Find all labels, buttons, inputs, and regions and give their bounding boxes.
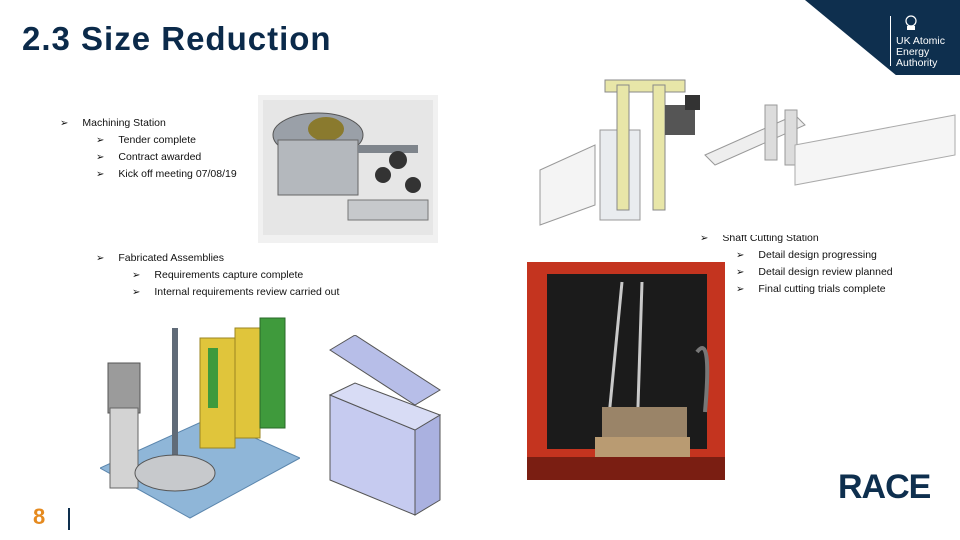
- fabricated-item-label: Requirements capture complete: [154, 269, 304, 281]
- arrow-bullet-icon: ➢: [96, 253, 105, 264]
- list-item: ➢ Kick off meeting 07/08/19: [96, 166, 237, 183]
- shaft-bullets: ➢ Shaft Cutting Station ➢ Detail design pr…: [700, 230, 893, 298]
- fabricated-item-label: Internal requirements review carried out: [154, 286, 340, 298]
- machining-item-label: Tender complete: [118, 134, 197, 146]
- org-line-3: Authority: [896, 57, 938, 69]
- machining-heading: Machining Station: [82, 117, 166, 129]
- list-item: ➢ Requirements capture complete: [132, 267, 339, 284]
- race-logo: RACE: [838, 468, 931, 506]
- page-title: 2.3 Size Reduction: [22, 20, 332, 57]
- arrow-bullet-icon: ➢: [96, 152, 105, 163]
- shaft-item-label: Detail design review planned: [758, 266, 893, 278]
- page-number: 8: [33, 504, 46, 529]
- crest-icon: [905, 15, 917, 30]
- machining-item-label: Kick off meeting 07/08/19: [118, 168, 237, 180]
- ukaea-logo: UK Atomic Energy Authority: [896, 36, 945, 69]
- cutting-station-photo: [527, 262, 725, 480]
- arrow-bullet-icon: ➢: [96, 169, 105, 180]
- fabricated-bullets: ➢ Fabricated Assemblies ➢ Requirements cap…: [96, 250, 339, 301]
- list-item: ➢ Shaft Cutting Station: [700, 230, 893, 247]
- machining-item-label: Contract awarded: [118, 151, 202, 163]
- arrow-bullet-icon: ➢: [736, 284, 745, 295]
- arrow-bullet-icon: ➢: [132, 287, 141, 298]
- brand-divider: [890, 16, 891, 66]
- enclosure-cad-image: [325, 335, 445, 520]
- list-item: ➢ Machining Station: [60, 115, 237, 132]
- list-item: ➢ Contract awarded: [96, 149, 237, 166]
- fabricated-assemblies-image: [100, 308, 300, 528]
- page-number-divider: [68, 508, 70, 530]
- list-item: ➢ Detail design progressing: [736, 247, 893, 264]
- list-item: ➢ Final cutting trials complete: [736, 281, 893, 298]
- shaft-item-label: Detail design progressing: [758, 249, 877, 261]
- arrow-bullet-icon: ➢: [132, 270, 141, 281]
- shaft-cutting-cad-image: [535, 75, 960, 235]
- arrow-bullet-icon: ➢: [700, 233, 709, 244]
- list-item: ➢ Fabricated Assemblies: [96, 250, 339, 267]
- shaft-item-label: Final cutting trials complete: [758, 283, 886, 295]
- arrow-bullet-icon: ➢: [736, 250, 745, 261]
- shaft-heading: Shaft Cutting Station: [722, 232, 819, 244]
- list-item: ➢ Detail design review planned: [736, 264, 893, 281]
- arrow-bullet-icon: ➢: [736, 267, 745, 278]
- machining-station-image: [258, 95, 438, 243]
- list-item: ➢ Tender complete: [96, 132, 237, 149]
- org-line-2: Energy: [896, 46, 930, 58]
- org-line-1: UK Atomic: [896, 35, 946, 47]
- arrow-bullet-icon: ➢: [60, 118, 69, 129]
- machining-bullets: ➢ Machining Station ➢ Tender complete ➢ Con…: [60, 115, 237, 183]
- arrow-bullet-icon: ➢: [96, 135, 105, 146]
- fabricated-heading: Fabricated Assemblies: [118, 252, 225, 264]
- list-item: ➢ Internal requirements review carried ou…: [132, 284, 339, 301]
